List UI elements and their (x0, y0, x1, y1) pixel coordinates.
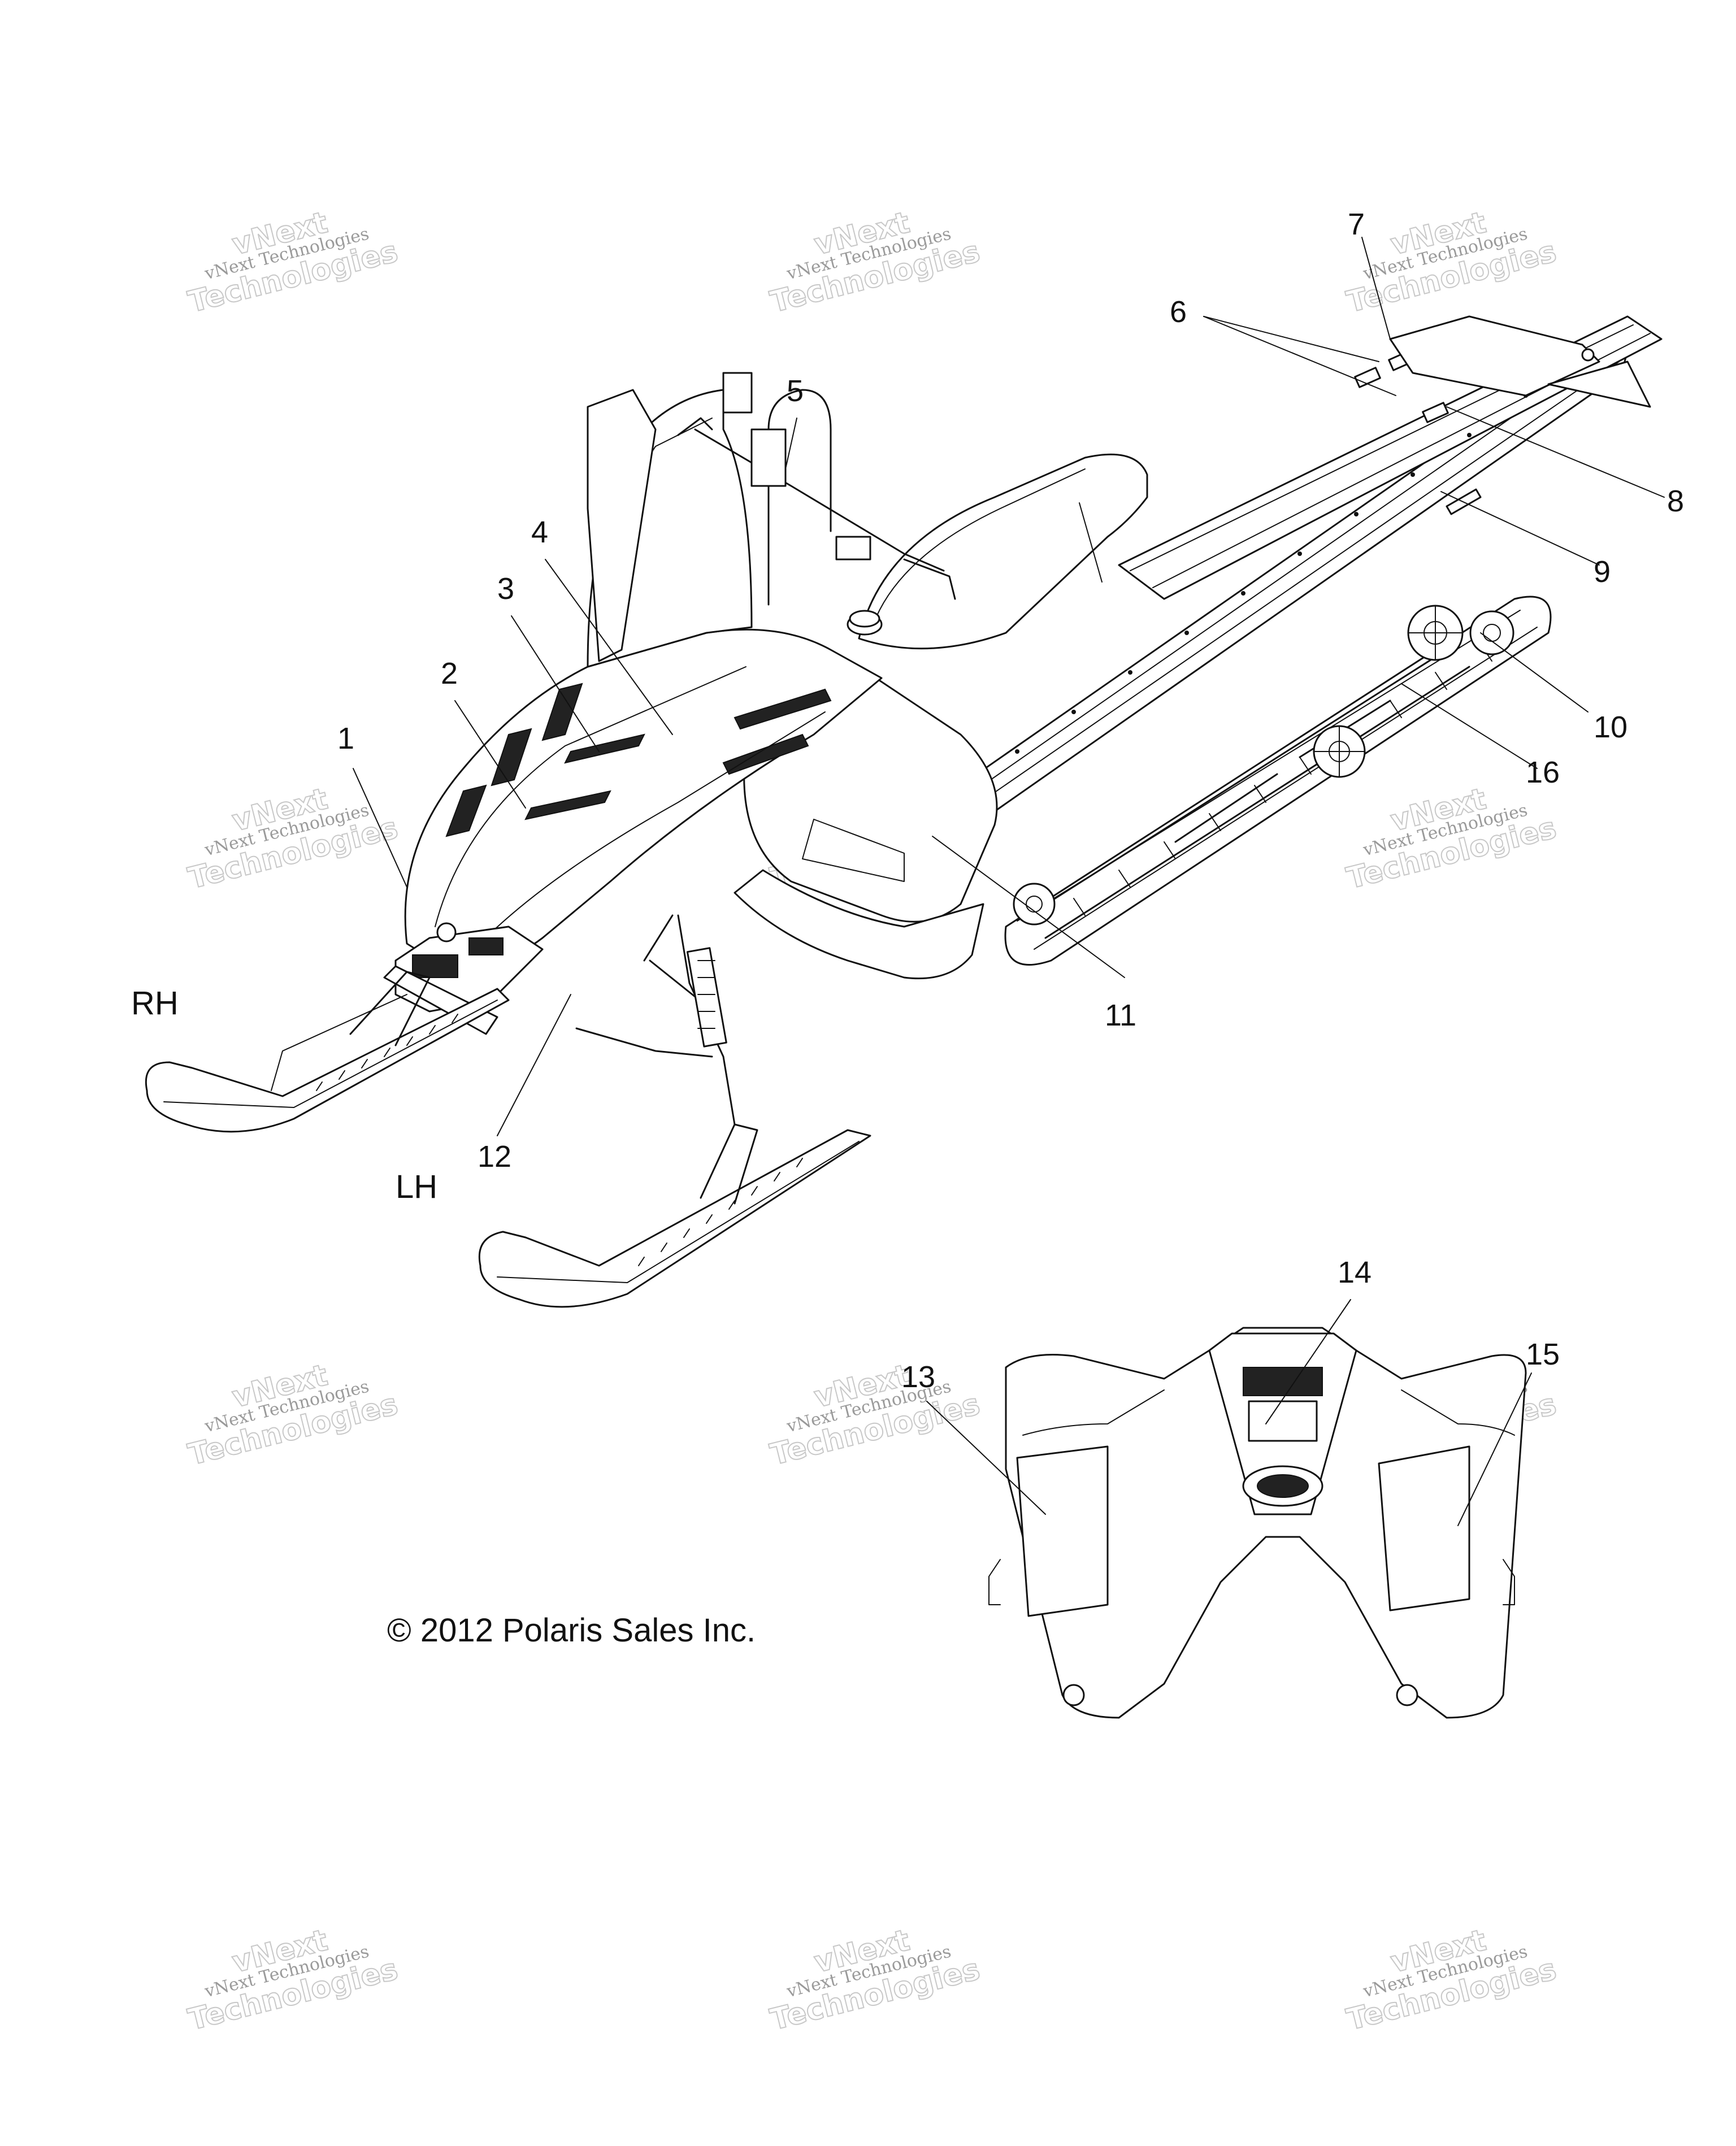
idler-wheel (1469, 610, 1514, 655)
decal-panel-left (1016, 1445, 1109, 1617)
callouts: 1 2 3 4 5 6 7 8 9 10 11 12 13 14 15 16 (337, 207, 1684, 1394)
handlebar (694, 428, 945, 572)
rear-bumper (1389, 315, 1600, 397)
tunnel-decal (1422, 402, 1449, 423)
tunnel-decal (1354, 367, 1381, 388)
label-lh: LH (396, 1168, 437, 1205)
brake-lever (835, 536, 871, 561)
throttle-block (722, 372, 753, 414)
watermark: vNext vNext Technologies Technologies (184, 1923, 401, 2038)
center-decal (1243, 1367, 1323, 1396)
callout-8: 8 (1667, 484, 1684, 518)
watermark: vNext vNext Technologies Technologies (1343, 1923, 1560, 2038)
callout-14: 14 (1338, 1256, 1372, 1289)
watermark: vNext vNext Technologies Technologies (184, 205, 401, 320)
idler-wheel (1313, 725, 1366, 778)
watermark: vNext vNext Technologies Technologies (766, 1923, 983, 2038)
center-decal (1248, 1400, 1318, 1442)
callout-2: 2 (441, 657, 458, 690)
ski-serrations (316, 1014, 458, 1091)
callout-7: 7 (1348, 207, 1365, 241)
leader-lines (353, 237, 1665, 1526)
snowmobile-drawing (145, 315, 1663, 1308)
hood-emblem (436, 922, 457, 942)
rear-suspension (1027, 649, 1470, 939)
callout-9: 9 (1594, 555, 1611, 589)
ski-serrations (638, 1158, 803, 1266)
idler-wheel (1407, 605, 1464, 661)
label-rh: RH (131, 985, 179, 1022)
seat (858, 453, 1148, 650)
callout-11: 11 (1105, 998, 1136, 1032)
rear-flap (1547, 360, 1651, 408)
watermark: vNext vNext Technologies Technologies (766, 1358, 983, 1472)
watermark: vNext vNext Technologies Technologies (184, 781, 401, 896)
callout-6: 6 (1170, 295, 1187, 329)
hood-vents (445, 683, 832, 837)
ski-spindle (349, 971, 431, 1046)
watermark: vNext vNext Technologies Technologies (766, 205, 983, 320)
callout-1: 1 (337, 722, 354, 755)
callout-15: 15 (1526, 1337, 1560, 1371)
grip (677, 417, 713, 436)
mount-boss (1062, 1684, 1085, 1706)
hood-underside-drawing (988, 1327, 1527, 1719)
mount-boss (1396, 1684, 1418, 1706)
windshield-side (587, 389, 657, 662)
shock-absorber (686, 947, 727, 1048)
track (1004, 596, 1552, 966)
ski-spindle (700, 1123, 758, 1205)
callout-16: 16 (1526, 755, 1560, 789)
callout-13: 13 (901, 1360, 935, 1394)
headlight (468, 937, 504, 955)
ski-rh (145, 988, 510, 1133)
control-module (750, 428, 787, 487)
decal-panel-right (1378, 1445, 1470, 1611)
hood-underside (1005, 1327, 1527, 1719)
belly-pan (734, 869, 984, 980)
handlebar-riser (767, 389, 832, 606)
headlight (412, 954, 458, 978)
callout-5: 5 (787, 374, 804, 408)
ski-lh (478, 1129, 871, 1308)
copyright-text: © 2012 Polaris Sales Inc. (387, 1612, 756, 1649)
callout-3: 3 (497, 572, 514, 606)
watermark: vNext vNext Technologies Technologies (184, 1358, 401, 1472)
side-panel-cutout (802, 819, 905, 882)
callout-10: 10 (1594, 710, 1628, 744)
callout-12: 12 (478, 1140, 511, 1174)
idler-wheel (1013, 883, 1056, 926)
callout-4: 4 (531, 515, 548, 549)
grip (903, 558, 956, 600)
